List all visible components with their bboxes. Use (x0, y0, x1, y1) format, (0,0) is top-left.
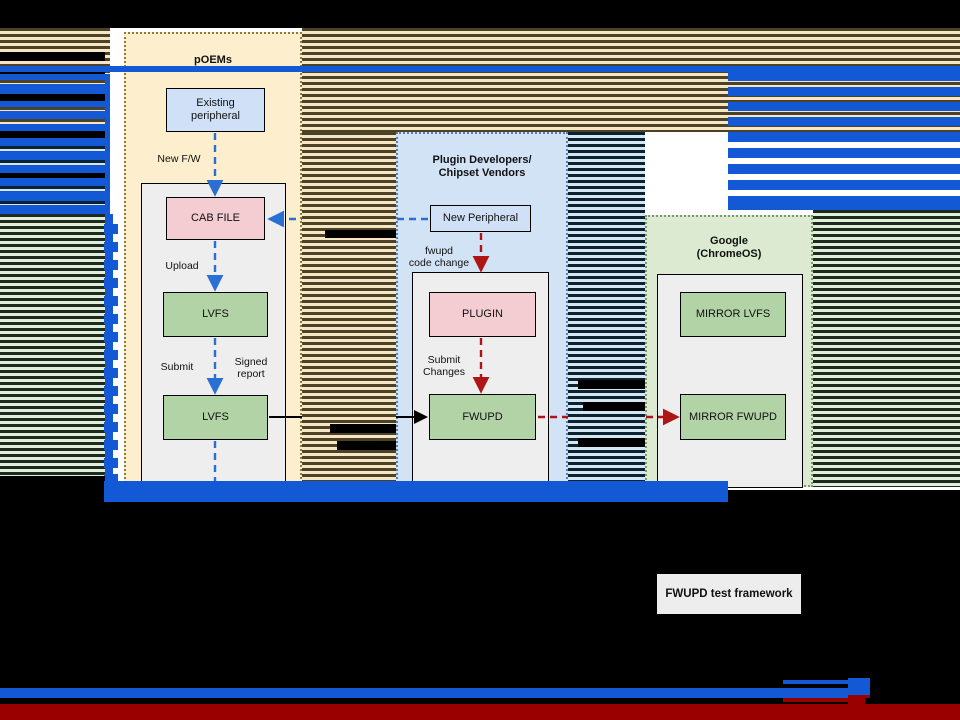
fwupd-test-framework-label: FWUPD test framework (665, 588, 793, 600)
diagram-arrows (124, 67, 960, 490)
panel-google-title-line1: Google (710, 235, 748, 247)
node-new-peripheral[interactable]: New Peripheral (430, 205, 531, 232)
panel-poems-title: pOEMs (194, 54, 232, 66)
glitch-stripe-band (783, 698, 865, 702)
node-lvfs-upper[interactable]: LVFS (163, 292, 268, 337)
glitch-stripe-band (728, 148, 960, 158)
glitch-stripe-band (728, 180, 960, 190)
glitch-stripe-band (870, 688, 960, 698)
node-plugin[interactable]: PLUGIN (429, 292, 536, 337)
diagram-canvas: pOEMs Existing peripheral New F/W CAB FI… (0, 28, 960, 490)
node-existing-peripheral[interactable]: Existing peripheral (166, 88, 265, 132)
glitch-stripe-band (728, 72, 960, 81)
edge-label-fwupd-line1: fwupd (424, 245, 454, 257)
glitch-stripe-band (728, 117, 960, 126)
glitch-stripe-band (728, 102, 960, 111)
glitch-stripe-band (104, 490, 728, 502)
glitch-stripe-band (728, 132, 960, 142)
node-mirror-fwupd[interactable]: MIRROR FWUPD (680, 394, 786, 440)
edge-label-submit: Submit (160, 361, 194, 373)
node-existing-peripheral-line1: Existing (196, 97, 235, 109)
edge-label-signed-report: Signed report (220, 356, 282, 380)
edge-label-signed-report-line1: Signed (234, 356, 268, 368)
panel-plugin-title-line2: Chipset Vendors (438, 167, 526, 179)
edge-label-submit-changes-line1: Submit (427, 354, 461, 366)
glitch-stripe-band (0, 66, 960, 72)
bottom-region: FWUPD test framework (0, 490, 960, 720)
panel-google-title: Google (ChromeOS) (647, 235, 811, 261)
edge-label-submit-changes-line2: Changes (422, 366, 466, 378)
glitch-stripe-band (728, 87, 960, 96)
edge-label-fwupd-line2: code change (408, 257, 470, 269)
fwupd-test-framework-box[interactable]: FWUPD test framework (657, 574, 801, 614)
node-fwupd[interactable]: FWUPD (429, 394, 536, 440)
glitch-stripe-band (728, 196, 960, 210)
edge-label-submit-changes: Submit Changes (410, 354, 478, 378)
glitch-stripe-band (104, 481, 728, 490)
edge-label-new-fw: New F/W (157, 153, 201, 165)
edge-label-upload: Upload (165, 260, 199, 272)
node-existing-peripheral-line2: peripheral (191, 110, 240, 122)
glitch-stripe-band (728, 164, 960, 174)
node-lvfs-lower[interactable]: LVFS (163, 395, 268, 440)
glitch-stripe-band (865, 698, 960, 704)
glitch-stripe-band (0, 688, 960, 698)
panel-plugin-title-line1: Plugin Developers/ (432, 154, 532, 166)
node-cab-file[interactable]: CAB FILE (166, 197, 265, 240)
panel-google-title-line2: (ChromeOS) (696, 248, 762, 260)
edge-label-fwupd-code-change: fwupd code change (406, 245, 472, 269)
glitch-stripe-band (0, 704, 960, 720)
glitch-stripe-band (783, 680, 865, 684)
node-mirror-lvfs[interactable]: MIRROR LVFS (680, 292, 786, 337)
edge-label-signed-report-line2: report (237, 368, 265, 380)
panel-plugin-developers-title: Plugin Developers/ Chipset Vendors (398, 154, 566, 180)
